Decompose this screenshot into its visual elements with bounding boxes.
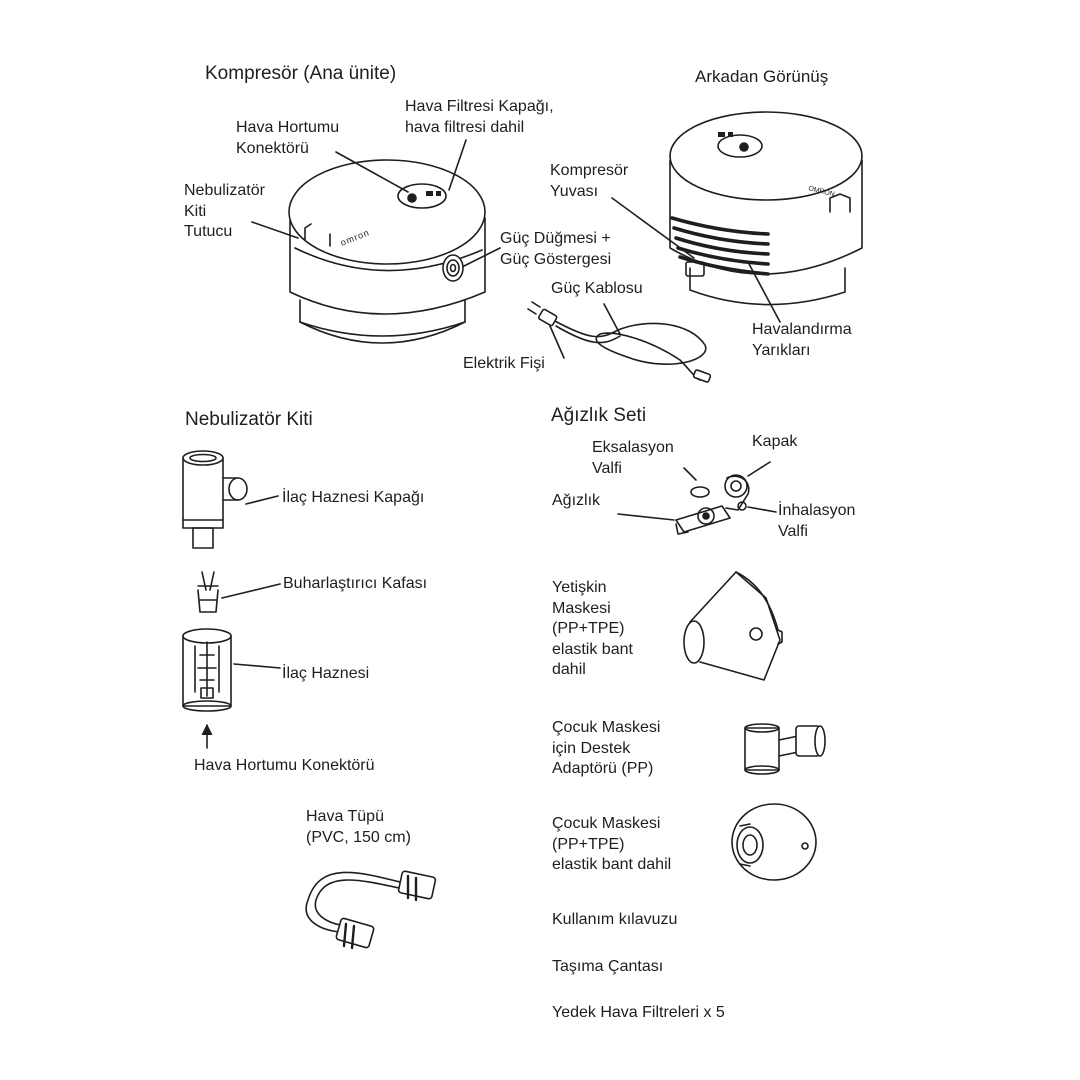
child-mask-label: Çocuk Maskesi (PP+TPE) elastik bant dahi… [552,814,671,876]
spare-filters-label: Yedek Hava Filtreleri x 5 [552,1003,725,1024]
adult-mask-drawing [684,572,782,680]
adult-mask-label: Yetişkin Maskesi (PP+TPE) elastik bant d… [552,578,633,681]
air-tube-connector-port [408,194,416,202]
child-mask-drawing [732,804,816,880]
rear-view-title: Arkadan Görünüş [695,66,828,88]
compressor-unit: omron [289,160,485,343]
mouthpiece-set-title: Ağızlık Seti [551,405,646,427]
nebulizer-kit-holder-label: Nebulizatör Kiti Tutucu [184,181,265,243]
cap-label: Kapak [752,432,797,453]
nebulizer-kit-title: Nebulizatör Kiti [185,409,313,431]
air-tube-label: Hava Tüpü (PVC, 150 cm) [306,807,411,848]
manual-label: Kullanım kılavuzu [552,910,677,931]
plug-label: Elektrik Fişi [463,354,545,375]
mouthpiece-set [676,475,749,534]
child-mask-adapter-drawing [745,724,825,774]
medication-tank-label: İlaç Haznesi [282,664,369,685]
mouthpiece-label: Ağızlık [552,491,600,512]
power-cord-label: Güç Kablosu [551,279,643,300]
compressor-title: Kompresör (Ana ünite) [205,63,396,85]
medication-tank-cap [183,451,247,548]
air-tube [306,871,436,949]
inhalation-valve-label: İnhalasyon Valfi [778,501,855,542]
nebulizer-air-connector-label: Hava Hortumu Konektörü [194,756,375,777]
medication-tank-cap-label: İlaç Haznesi Kapağı [282,488,424,509]
power-button-icon [443,255,463,281]
compressor-slot-label: Kompresör Yuvası [550,161,628,202]
carry-bag-label: Taşıma Çantası [552,957,663,978]
power-button-label: Güç Düğmesi + Güç Göstergesi [500,229,611,270]
air-filter-cover-label: Hava Filtresi Kapağı, hava filtresi dahi… [405,97,554,138]
exhalation-valve [691,487,709,497]
medication-tank [183,629,231,711]
child-mask-adapter-label: Çocuk Maskesi için Destek Adaptörü (PP) [552,718,660,780]
exhalation-valve-label: Eksalasyon Valfi [592,438,674,479]
vaporizer-head [198,572,218,612]
air-tube-connector-label: Hava Hortumu Konektörü [236,118,339,159]
vaporizer-head-label: Buharlaştırıcı Kafası [283,574,427,595]
vent-slots-label: Havalandırma Yarıkları [752,320,852,361]
rear-view-compressor: OMRON [670,112,862,305]
plug-icon [528,302,557,326]
power-cord [528,302,711,382]
